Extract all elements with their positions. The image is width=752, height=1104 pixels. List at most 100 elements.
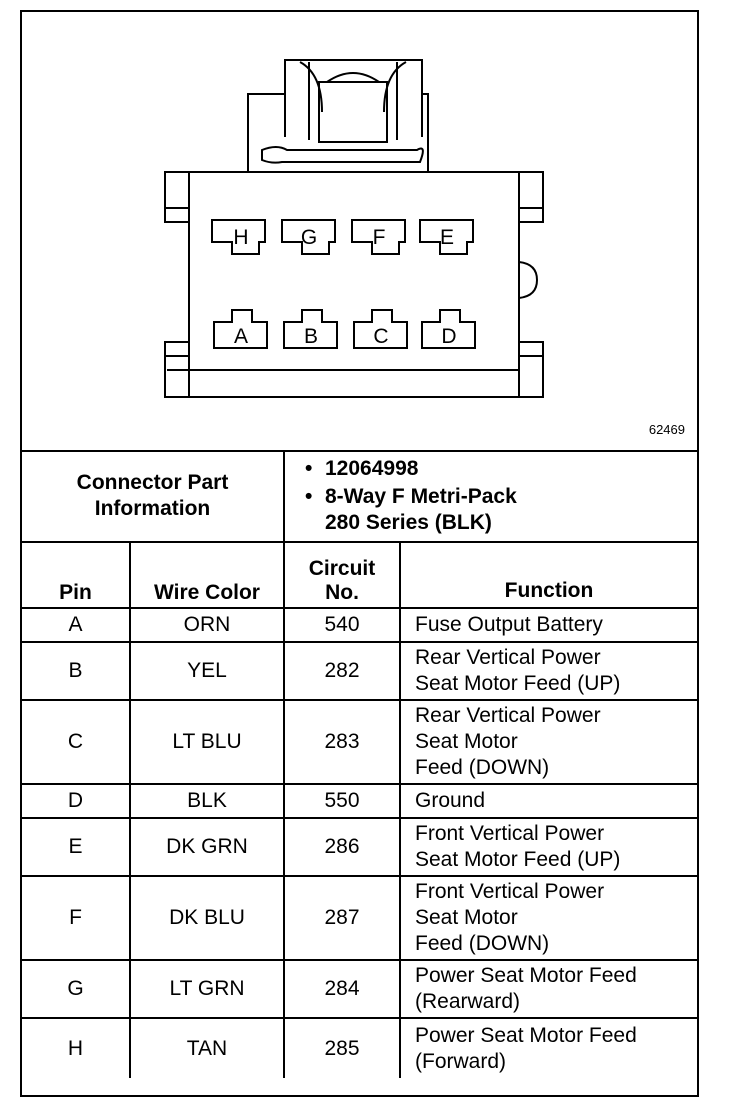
header-circuit-line1: Circuit [308,557,376,580]
connector-diagram: H G F E A B C D 62469 [22,12,697,452]
connector-body [188,171,520,398]
function-line: Front Vertical Power [415,822,605,845]
pin-cell: E [22,817,131,877]
function-line: Seat Motor Feed (UP) [415,672,621,695]
header-pin: Pin [22,541,131,609]
circuit-cell: 287 [283,875,401,961]
circuit-cell: 285 [283,1017,401,1078]
part-info-label: Connector Part Information [22,450,285,543]
pin-label-b: B [304,325,318,348]
function-line: Seat Motor [415,906,518,929]
cavity-a [213,309,268,349]
wire-color-cell: DK GRN [129,817,285,877]
cavity-b [283,309,338,349]
function-line: (Rearward) [415,990,521,1013]
part-info-label-line2: Information [94,496,211,520]
wire-color-cell: TAN [129,1017,285,1078]
latch-tab [261,146,424,164]
cavity-c [353,309,408,349]
function-line: Seat Motor Feed (UP) [415,848,621,871]
header-wire-color: Wire Color [129,541,285,609]
pin-cell: G [22,959,131,1019]
function-line: Feed (DOWN) [415,756,550,779]
circuit-cell: 283 [283,699,401,785]
function-cell: Fuse Output Battery [399,607,697,643]
pin-label-h: H [233,226,248,249]
connector-drawing: H G F E A B C D [164,59,544,398]
function-line: Rear Vertical Power [415,646,601,669]
function-line: Feed (DOWN) [415,932,550,955]
pin-label-f: F [373,226,386,249]
column-header-row: Pin Wire Color Circuit No. Function [22,541,697,609]
part-info-value: 12064998 8-Way F Metri-Pack 280 Series (… [283,450,697,543]
pin-label-c: C [373,325,388,348]
pin-labels: H G F E A B C D [233,226,456,348]
right-rib-bottom [518,341,544,398]
circuit-cell: 286 [283,817,401,877]
cavity-d [421,309,476,349]
function-line: Rear Vertical Power [415,704,601,727]
connector-table: Connector Part Information 12064998 8-Wa… [22,450,697,1078]
pin-cell: F [22,875,131,961]
function-line: (Forward) [415,1049,507,1073]
pin-cell: B [22,641,131,701]
pin-label-d: D [441,325,456,348]
circuit-cell: 282 [283,641,401,701]
function-line: Power Seat Motor Feed [415,1023,637,1047]
right-rib-top [518,171,544,223]
pin-cell: C [22,699,131,785]
pin-label-a: A [234,325,248,348]
latch-housing [247,59,429,172]
cavity-g [281,219,336,255]
left-rib-top [164,171,190,223]
header-function: Function [399,541,697,609]
wire-color-cell: DK BLU [129,875,285,961]
wire-color-cell: BLK [129,783,285,819]
part-info-label-line1: Connector Part [76,470,229,494]
wire-color-cell: ORN [129,607,285,643]
pin-cell: D [22,783,131,819]
function-line: Fuse Output Battery [415,613,603,636]
function-cell: Power Seat Motor Feed(Forward) [399,1017,697,1078]
bottom-row-cavities [213,309,476,349]
circuit-cell: 540 [283,607,401,643]
cavity-e [419,219,474,255]
circuit-cell: 550 [283,783,401,819]
polarizing-notch [518,261,539,299]
wire-color-cell: LT GRN [129,959,285,1019]
top-row-cavities [211,219,474,255]
connector-sheet: H G F E A B C D 62469 Connector Part Inf… [20,10,699,1097]
figure-number: 62469 [648,422,685,437]
cavity-h [211,219,266,255]
part-description-line2: 280 Series (BLK) [325,510,492,534]
cavity-f [351,219,406,255]
part-number: 12064998 [305,456,697,482]
pin-label-e: E [440,226,454,249]
header-circuit: Circuit No. [283,541,401,609]
part-info-row: Connector Part Information 12064998 8-Wa… [22,450,697,543]
function-cell: Power Seat Motor Feed(Rearward) [399,959,697,1019]
pin-cell: A [22,607,131,643]
pin-label-g: G [301,226,317,249]
function-line: Seat Motor [415,730,518,753]
wire-color-cell: YEL [129,641,285,701]
part-description-line1: 8-Way F Metri-Pack [305,484,697,510]
left-rib-bottom [164,341,190,398]
wire-color-cell: LT BLU [129,699,285,785]
function-cell: Ground [399,783,697,819]
pin-cell: H [22,1017,131,1078]
header-circuit-line2: No. [325,581,359,604]
circuit-cell: 284 [283,959,401,1019]
function-line: Front Vertical Power [415,880,605,903]
